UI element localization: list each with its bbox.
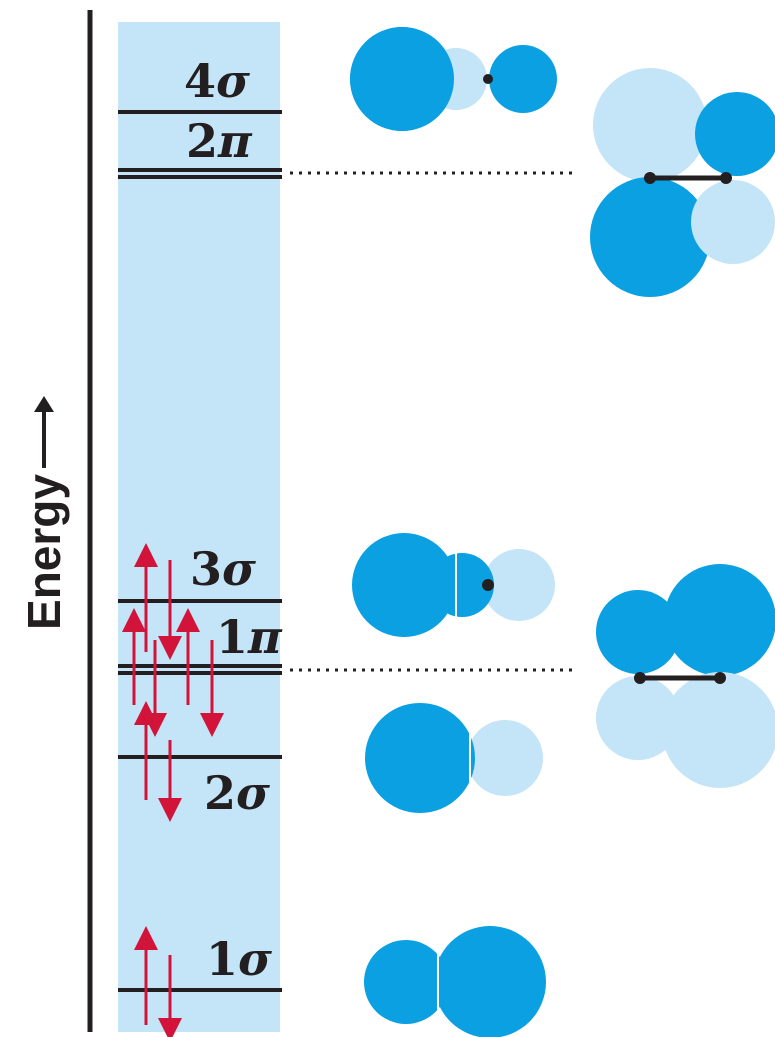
- energy-arrow-icon: [42, 410, 46, 469]
- energy-level-band: [118, 22, 280, 1032]
- level-label-2sigma: 2σ: [204, 766, 270, 820]
- orbital-4sigma-icon: [350, 27, 557, 131]
- level-label-4sigma: 4σ: [184, 54, 250, 108]
- level-label-3sigma: 3σ: [190, 542, 256, 596]
- level-label-1pi: 1π: [216, 610, 282, 664]
- energy-axis-text: Energy: [18, 474, 70, 630]
- orbital-1pi-icon: [596, 564, 775, 788]
- orbital-1sigma-icon: [364, 926, 546, 1037]
- orbital-3sigma-icon: [352, 533, 555, 637]
- electron-arrows: [122, 543, 224, 1037]
- level-label-2pi: 2π: [186, 114, 252, 168]
- orbital-2pi-icon: [590, 68, 775, 297]
- level-label-1sigma: 1σ: [206, 932, 272, 986]
- orbital-2sigma-icon: [365, 703, 543, 813]
